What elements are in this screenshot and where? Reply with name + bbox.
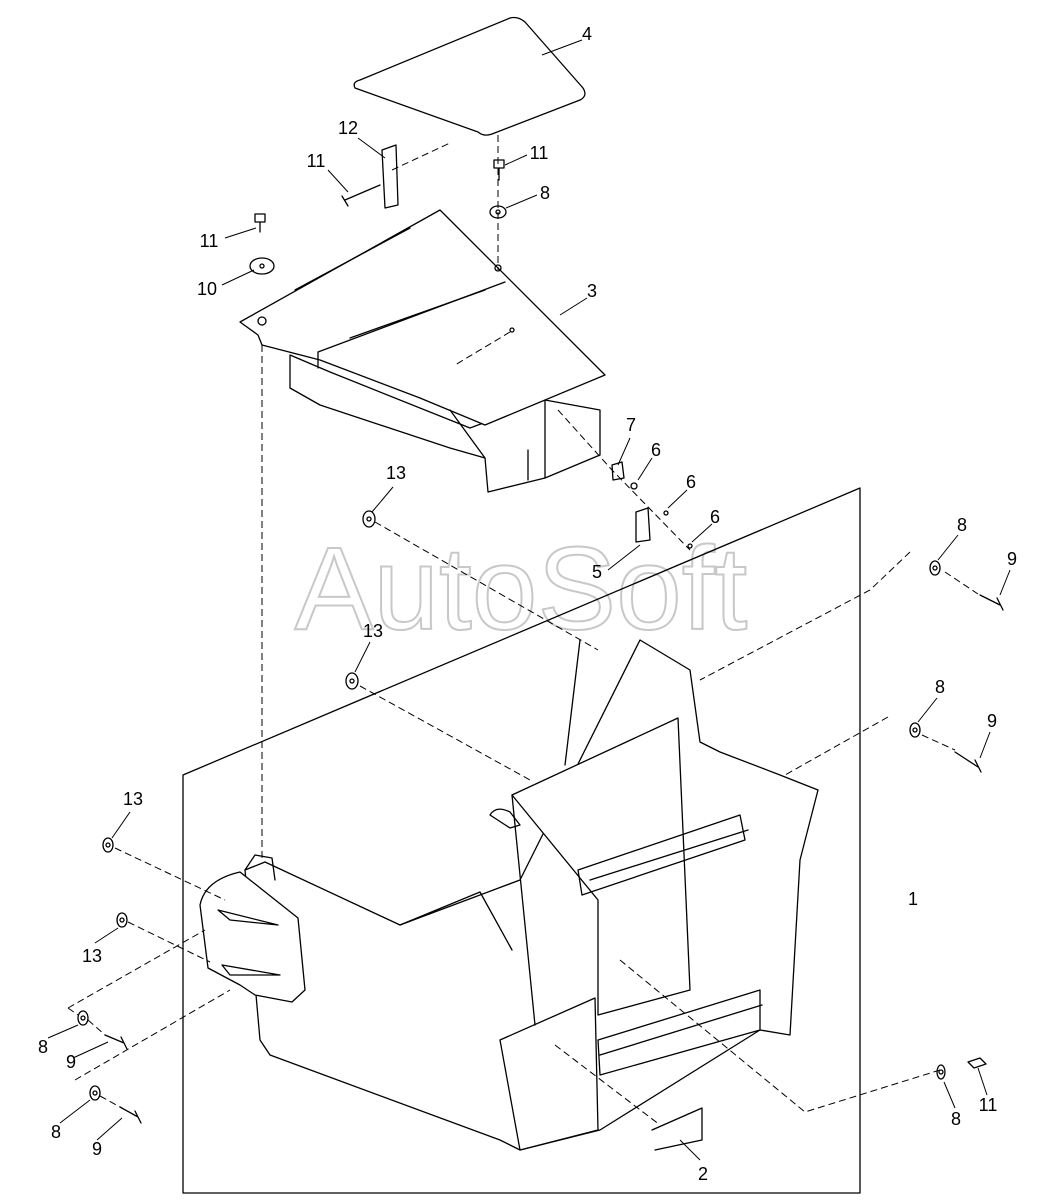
callout-12: 12 [338, 118, 358, 138]
callout-6-b: 6 [686, 472, 696, 492]
callout-7: 7 [626, 415, 636, 435]
part-4-cover-plate [353, 16, 586, 136]
callout-11-d: 11 [979, 1095, 998, 1115]
callout-11-a: 11 [307, 151, 326, 171]
part-1-step-body [199, 639, 819, 1151]
callout-9-b: 9 [987, 711, 997, 731]
watermark: AutoSoft [295, 523, 748, 655]
callout-8-b: 8 [957, 515, 967, 535]
callout-9-a: 9 [1007, 549, 1017, 569]
bolts [104, 159, 1004, 1124]
part-2-label [651, 1107, 703, 1151]
callout-10: 10 [197, 279, 217, 299]
callout-9-c: 9 [66, 1052, 76, 1072]
callout-13-a: 13 [386, 463, 406, 483]
callout-8-a: 8 [540, 183, 550, 203]
washers [77, 205, 946, 1101]
assembly-panel [182, 487, 861, 1194]
part-3-housing [239, 209, 606, 493]
callout-8-f: 8 [951, 1109, 961, 1129]
callout-8-d: 8 [38, 1037, 48, 1057]
callout-13-c: 13 [123, 789, 143, 809]
callout-labels: 1 2 3 4 5 6 6 6 7 8 8 8 8 8 8 9 9 9 9 10… [38, 24, 1017, 1184]
callout-6-c: 6 [710, 507, 720, 527]
callout-13-b: 13 [363, 621, 383, 641]
callout-2: 2 [698, 1164, 708, 1184]
callout-3: 3 [587, 281, 597, 301]
callout-13-d: 13 [82, 946, 102, 966]
callout-11-c: 11 [200, 231, 219, 251]
callout-4: 4 [582, 24, 592, 44]
callout-9-d: 9 [92, 1139, 102, 1159]
callout-5: 5 [592, 562, 602, 582]
callout-1: 1 [908, 889, 918, 909]
callout-11-b: 11 [530, 143, 549, 163]
callout-8-c: 8 [935, 677, 945, 697]
callout-8-e: 8 [51, 1122, 61, 1142]
leader-lines [47, 39, 1011, 1161]
assembly-lines [67, 135, 979, 1126]
callout-6-a: 6 [651, 440, 661, 460]
